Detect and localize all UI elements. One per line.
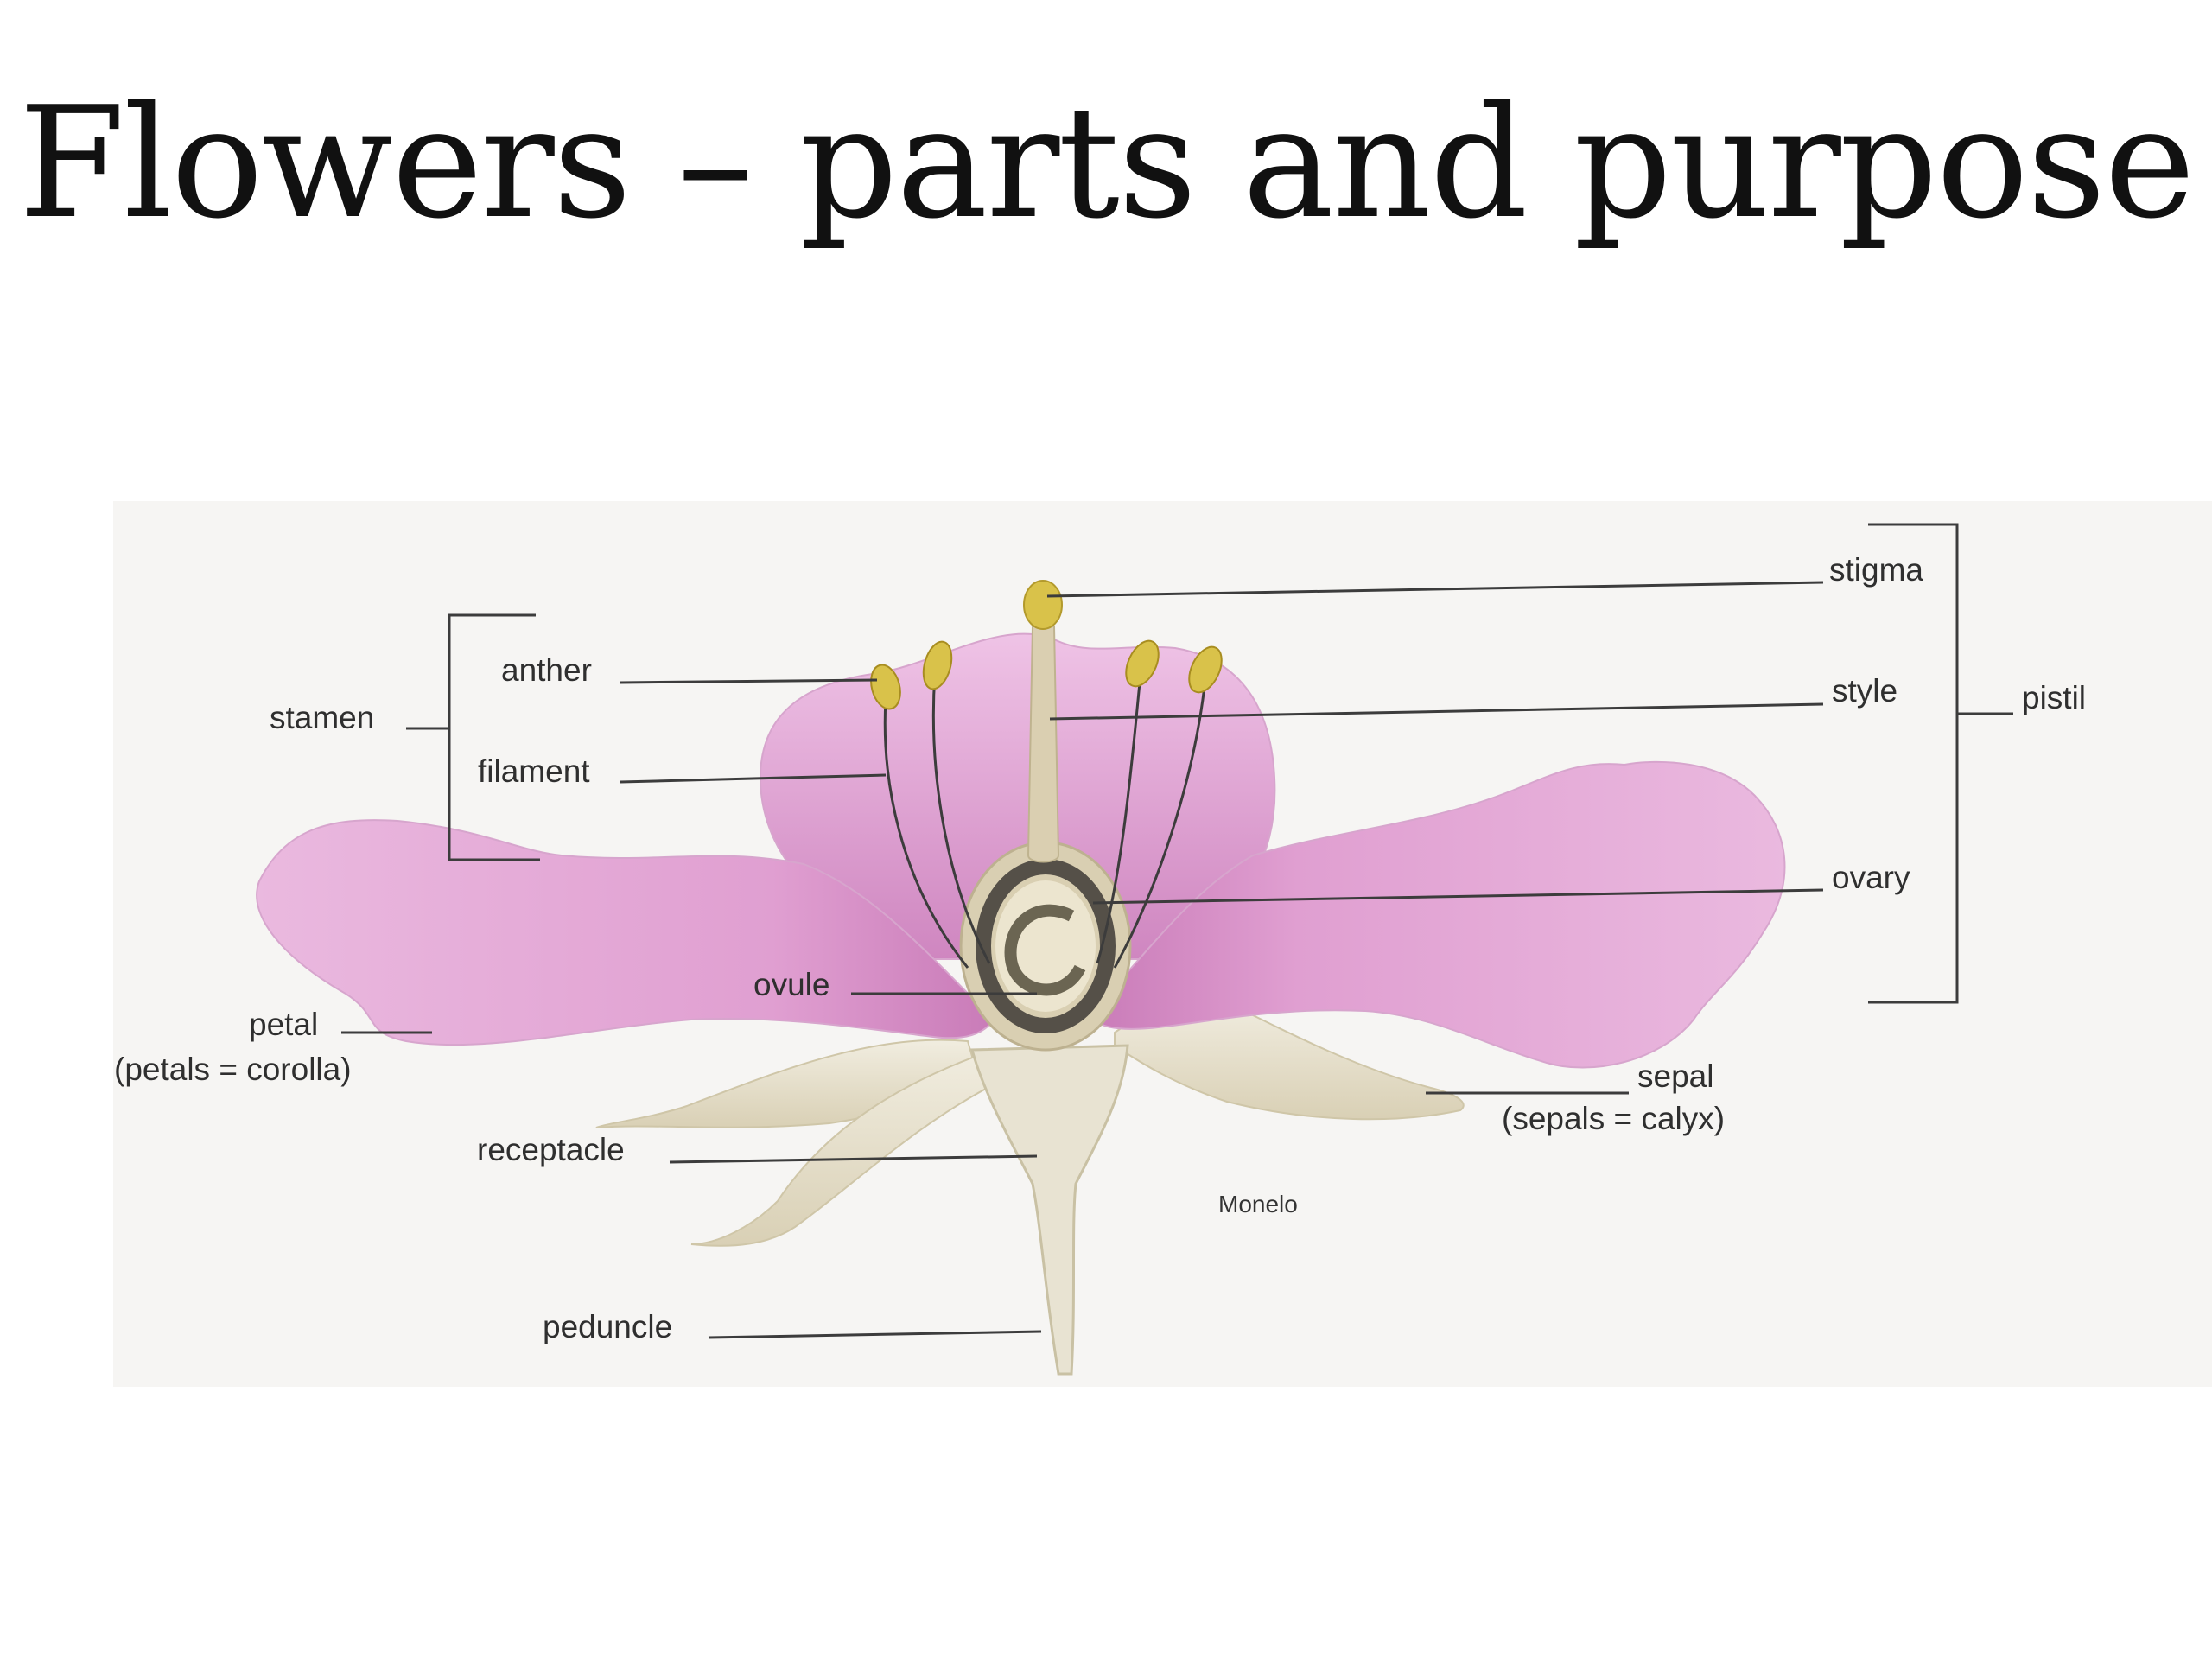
label-receptacle: receptacle: [477, 1132, 625, 1167]
label-stamen: stamen: [270, 700, 374, 735]
illustrator-credit: Monelo: [1218, 1191, 1298, 1217]
label-stigma: stigma: [1829, 552, 1923, 588]
label-petal-note: (petals = corolla): [114, 1052, 352, 1087]
filament-3: [1096, 673, 1142, 964]
filament-2: [931, 673, 991, 964]
label-peduncle: peduncle: [543, 1309, 672, 1344]
receptacle: [970, 1044, 1129, 1376]
leader-stigma: [1046, 581, 1824, 598]
leader-filament: [620, 773, 887, 784]
ovary-wall: [976, 859, 1116, 1033]
label-pistil: pistil: [2022, 680, 2086, 715]
flower-diagram: stigma style pistil ovary stamen anther …: [114, 523, 2086, 1376]
label-filament: filament: [478, 753, 590, 789]
label-ovule: ovule: [753, 967, 830, 1002]
ovule: [1004, 904, 1086, 996]
anther-2: [922, 640, 953, 690]
label-sepal: sepal: [1637, 1058, 1713, 1094]
anther-1: [870, 664, 901, 710]
sepal-left-lower: [690, 1048, 1004, 1247]
filament-1: [883, 699, 969, 969]
anther-4: [1188, 645, 1223, 694]
label-style: style: [1832, 673, 1897, 709]
style: [1027, 626, 1060, 863]
label-anther: anther: [501, 652, 592, 688]
leader-anther: [620, 678, 878, 684]
label-ovary: ovary: [1832, 860, 1910, 895]
petal-right: [1087, 760, 1786, 1069]
anther-3: [1125, 639, 1160, 688]
leader-receptacle: [669, 1154, 1038, 1164]
stigma: [1023, 580, 1063, 630]
stamen-bracket: [406, 613, 540, 861]
leader-style: [1049, 702, 1824, 721]
diagram-panel: stigma style pistil ovary stamen anther …: [113, 501, 2212, 1387]
filament-4: [1113, 677, 1207, 969]
leader-peduncle: [708, 1330, 1042, 1339]
pistil-bracket: [1868, 523, 2013, 1004]
slide-title: Flowers – parts and purpose: [18, 73, 2195, 252]
petal-left: [256, 819, 995, 1046]
label-sepal-note: (sepals = calyx): [1502, 1101, 1725, 1136]
leader-ovary: [1092, 888, 1824, 905]
label-petal: petal: [249, 1007, 318, 1042]
